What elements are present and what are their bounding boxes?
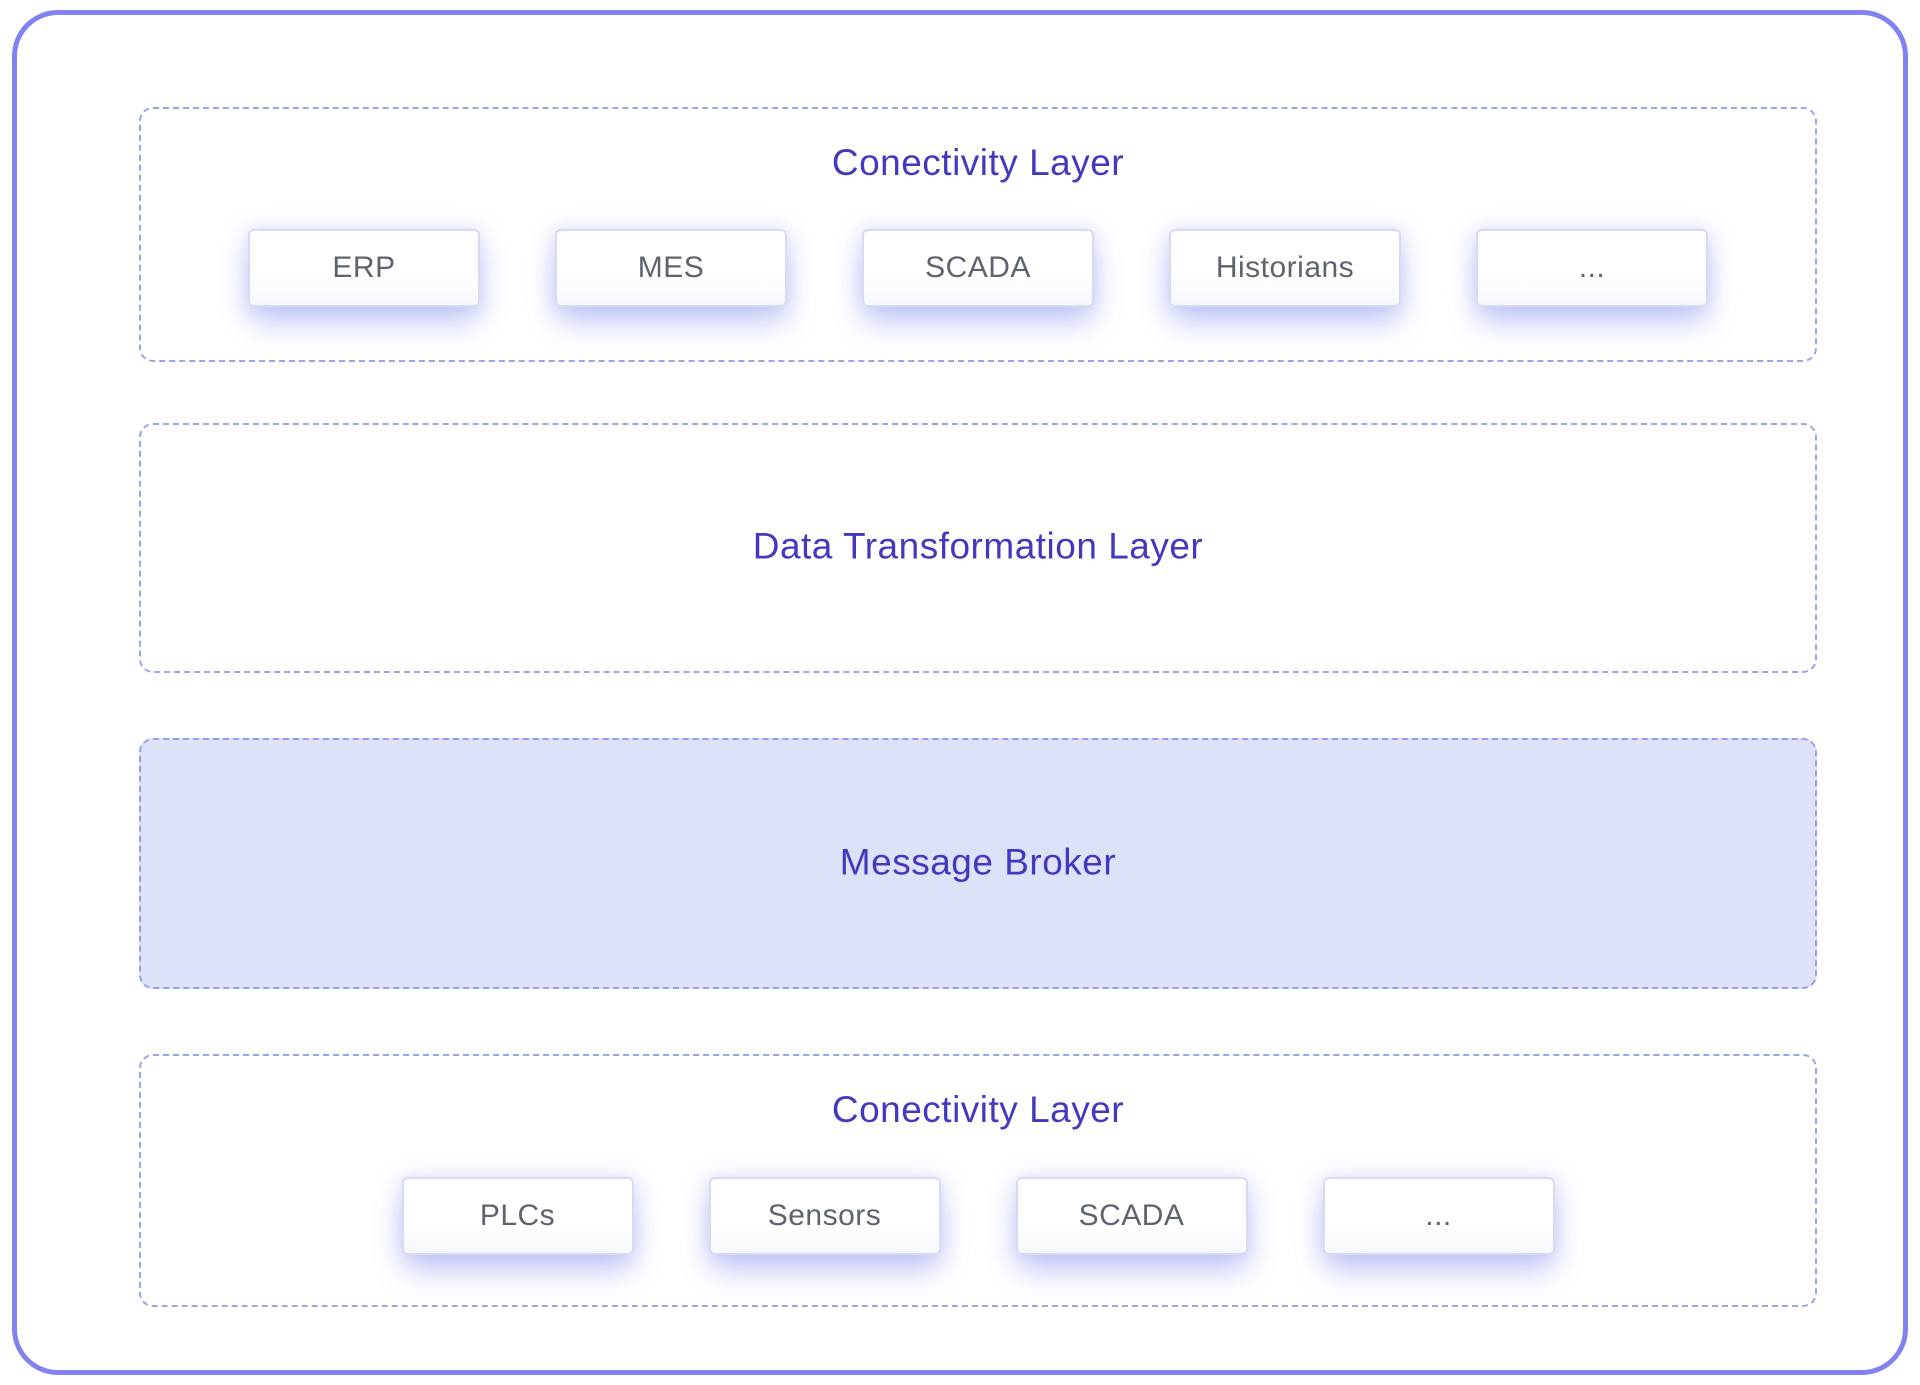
component-box: ERP (248, 229, 480, 307)
layer-title-message-broker: Message Broker (839, 840, 1117, 882)
layer-box-data-transformation: Data Transformation Layer (139, 423, 1817, 673)
layer-title-connectivity-top: Conectivity Layer (831, 142, 1125, 183)
component-box: MES (555, 229, 787, 307)
layer-title-data-transformation: Data Transformation Layer (752, 525, 1204, 567)
component-row-bottom: PLCs Sensors SCADA... (141, 1177, 1815, 1255)
component-box: ... (1476, 229, 1708, 307)
layer-box-message-broker: Message Broker (139, 738, 1817, 989)
component-row-top: ERP MES SCADA Historians... (141, 229, 1815, 307)
layer-box-connectivity-bottom: Conectivity Layer PLCs Sensors SCADA... (139, 1054, 1817, 1307)
layer-box-connectivity-top: Conectivity Layer ERP MES SCADA Historians.… (139, 107, 1817, 362)
component-box: SCADA (1015, 1177, 1248, 1255)
component-box: PLCs (401, 1177, 634, 1255)
layer-title-connectivity-bottom: Conectivity Layer (831, 1089, 1125, 1130)
component-box: Sensors (708, 1177, 941, 1255)
diagram-outer-frame: Conectivity Layer ERP MES SCADA Historians.… (12, 10, 1908, 1375)
component-box: ... (1322, 1177, 1555, 1255)
component-box: Historians (1169, 229, 1401, 307)
component-box: SCADA (862, 229, 1094, 307)
